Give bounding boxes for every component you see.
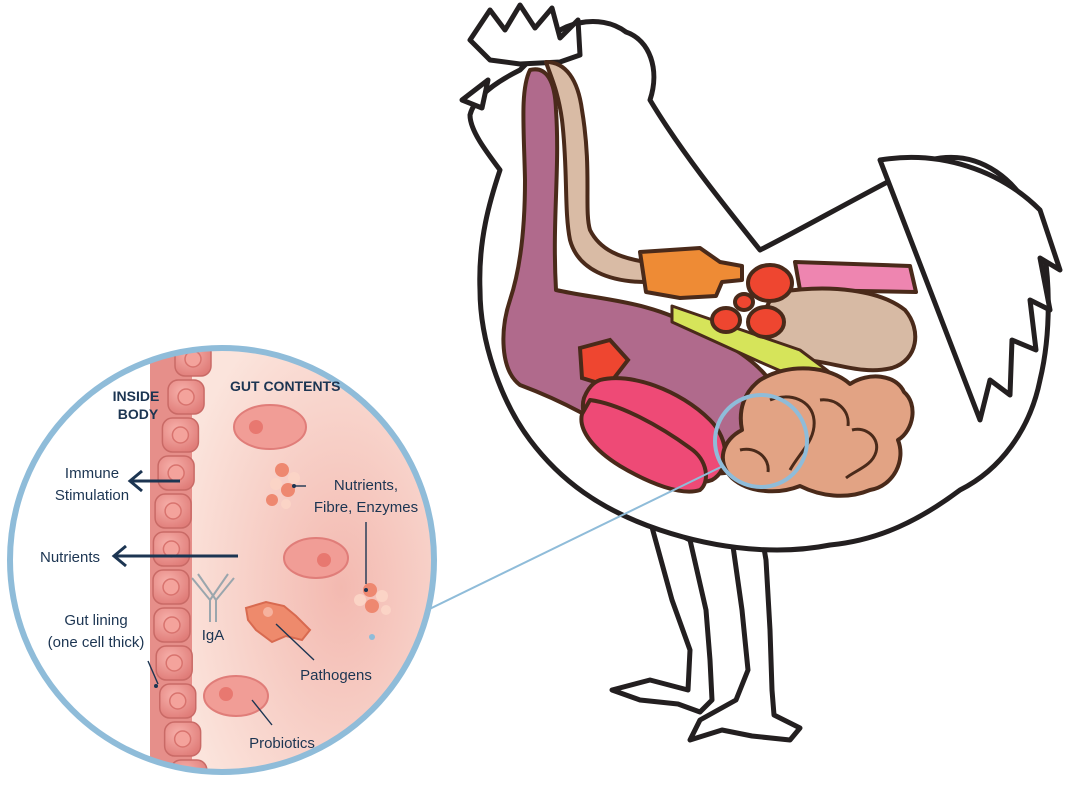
gut-lining-label-line2: (one cell thick) bbox=[48, 634, 145, 651]
liver bbox=[577, 263, 794, 389]
intestine-folds bbox=[739, 395, 879, 480]
cell-nucleus bbox=[177, 388, 195, 406]
immune-label-line1: Immune bbox=[65, 465, 119, 482]
nutrient-cluster bbox=[354, 583, 391, 615]
left-leg bbox=[609, 517, 715, 715]
chicken-tail bbox=[877, 155, 1063, 423]
nutrients-arrow bbox=[111, 544, 238, 568]
nutrients-in-label-line2: Fibre, Enzymes bbox=[314, 499, 418, 516]
magnifier-ring bbox=[7, 345, 437, 775]
iga-antibody bbox=[191, 573, 235, 622]
intestines bbox=[721, 366, 915, 498]
probiotic-cell bbox=[233, 404, 307, 450]
pathogen bbox=[244, 600, 312, 644]
magnified-contents: INSIDE BODY GUT CONTENTS Immune Stimulat… bbox=[40, 378, 418, 752]
cell-nucleus bbox=[165, 654, 183, 672]
cell-nucleus bbox=[164, 502, 182, 520]
gizzard-lower bbox=[579, 398, 708, 494]
immune-label-line2: Stimulation bbox=[55, 487, 129, 504]
cell-nucleus bbox=[173, 730, 192, 748]
inside-body-label-line2: BODY bbox=[118, 406, 159, 422]
chicken-comb bbox=[467, 2, 583, 67]
right-leg bbox=[687, 522, 803, 743]
nutrients-out-label: Nutrients bbox=[40, 549, 100, 566]
pathogens-label: Pathogens bbox=[300, 667, 372, 684]
chicken-legs bbox=[609, 517, 803, 743]
probiotic-cell bbox=[283, 537, 349, 579]
probiotic-cell bbox=[203, 675, 269, 717]
magnifier-target-ring bbox=[713, 393, 809, 489]
gut-lining-label-line1: Gut lining bbox=[64, 612, 127, 629]
chicken-beak bbox=[459, 77, 491, 111]
iga-label: IgA bbox=[202, 627, 225, 644]
nutrients-in-label-line1: Nutrients, bbox=[334, 477, 398, 494]
cell-nucleus bbox=[163, 616, 181, 634]
gut-contents-label: GUT CONTENTS bbox=[230, 378, 340, 394]
cell-nucleus bbox=[167, 464, 185, 482]
cell-nucleus bbox=[162, 578, 180, 596]
nutrient-cluster bbox=[266, 463, 300, 509]
cell-nucleus bbox=[169, 692, 187, 710]
cell-nucleus bbox=[171, 426, 190, 444]
kidney bbox=[793, 260, 918, 294]
probiotics-label: Probiotics bbox=[249, 735, 315, 752]
proventriculus bbox=[638, 246, 744, 300]
immune-arrow bbox=[127, 469, 180, 493]
chicken-illustration bbox=[459, 2, 1063, 743]
inside-body-label-line1: INSIDE bbox=[113, 388, 160, 404]
